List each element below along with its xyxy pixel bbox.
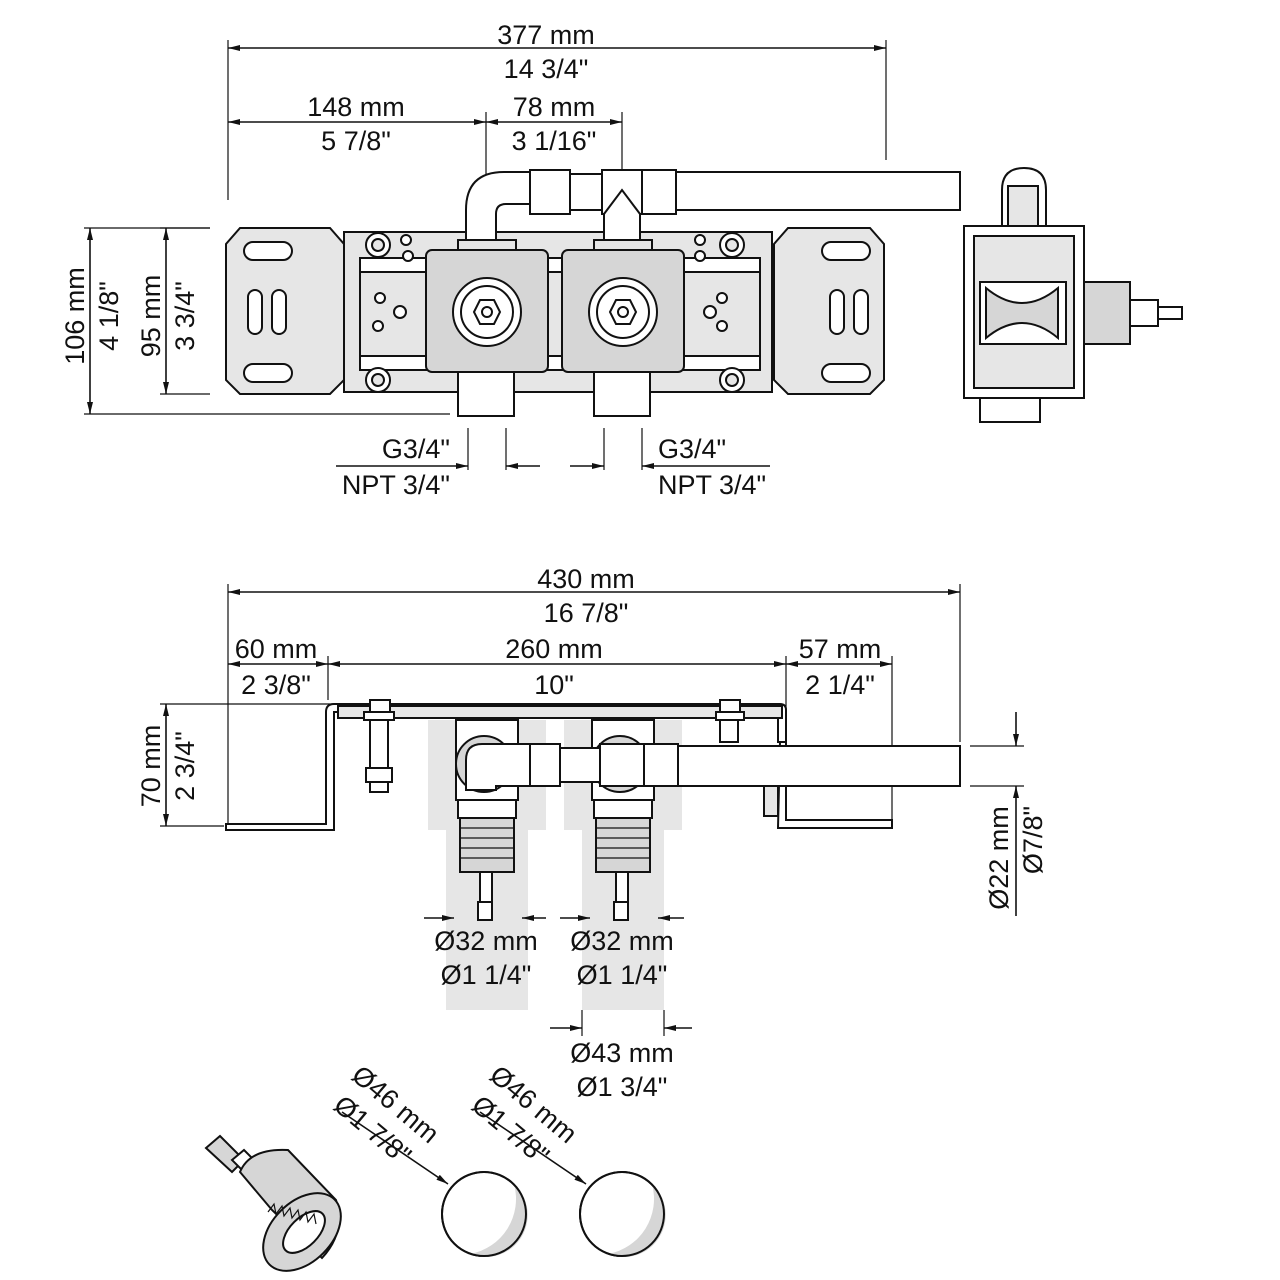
overall-height-mm: 106 mm [60,267,90,365]
corner-screws [365,232,745,393]
mount-height-mm: 95 mm [136,275,166,358]
right-sleeve-mm: Ø32 mm [570,926,674,956]
left-offset-mm: 148 mm [307,92,405,122]
overall-width-inch: 14 3/4" [504,54,589,84]
top-view: 377 mm 14 3/4" 148 mm 5 7/8" 78 mm 3 1/1… [60,20,1183,500]
outer-sleeve-mm: Ø43 mm [570,1038,674,1068]
right-bracket-inch: 2 1/4" [805,670,875,700]
overall-width-mm: 377 mm [497,20,595,50]
left-bracket-mm: 60 mm [235,634,318,664]
right-thread-npt: NPT 3/4" [658,470,766,500]
left-bracket [225,703,787,831]
left-thread-npt: NPT 3/4" [342,470,450,500]
mid-span-mm: 260 mm [505,634,603,664]
hole-saw-icon [204,1134,342,1272]
outer-sleeve-inch: Ø1 3/4" [577,1072,668,1102]
left-sleeve-inch: Ø1 1/4" [441,960,532,990]
right-stud [715,699,745,743]
hole-circle-1 [441,1171,528,1258]
right-thread-g: G3/4" [658,434,726,464]
depth-inch: 2 3/4" [170,731,200,801]
mount-height-inch: 3 3/4" [170,281,200,351]
side-pipe [465,743,961,791]
side-view: 430 mm 16 7/8" 60 mm 2 3/8" 260 mm 10" 5… [136,564,1048,1102]
left-sleeve-mm: Ø32 mm [434,926,538,956]
left-bracket-inch: 2 3/8" [241,670,311,700]
side-box-view [963,166,1183,423]
right-bracket-mm: 57 mm [799,634,882,664]
pipe-diameter-mm: Ø22 mm [984,806,1014,910]
center-spacing-mm: 78 mm [513,92,596,122]
side-overall-width-mm: 430 mm [537,564,635,594]
side-overall-width-inch: 16 7/8" [544,598,629,628]
overall-height-inch: 4 1/8" [94,281,124,351]
pipe-diameter-inch: Ø7/8" [1018,806,1048,874]
left-thread-g: G3/4" [382,434,450,464]
right-valve [561,239,685,417]
left-stud [363,699,395,793]
right-sleeve-inch: Ø1 1/4" [577,960,668,990]
center-spacing-inch: 3 1/16" [512,126,597,156]
mid-span-inch: 10" [534,670,574,700]
hole-circle-2 [579,1171,666,1258]
left-valve [425,239,549,417]
depth-mm: 70 mm [136,725,166,808]
left-offset-inch: 5 7/8" [321,126,391,156]
